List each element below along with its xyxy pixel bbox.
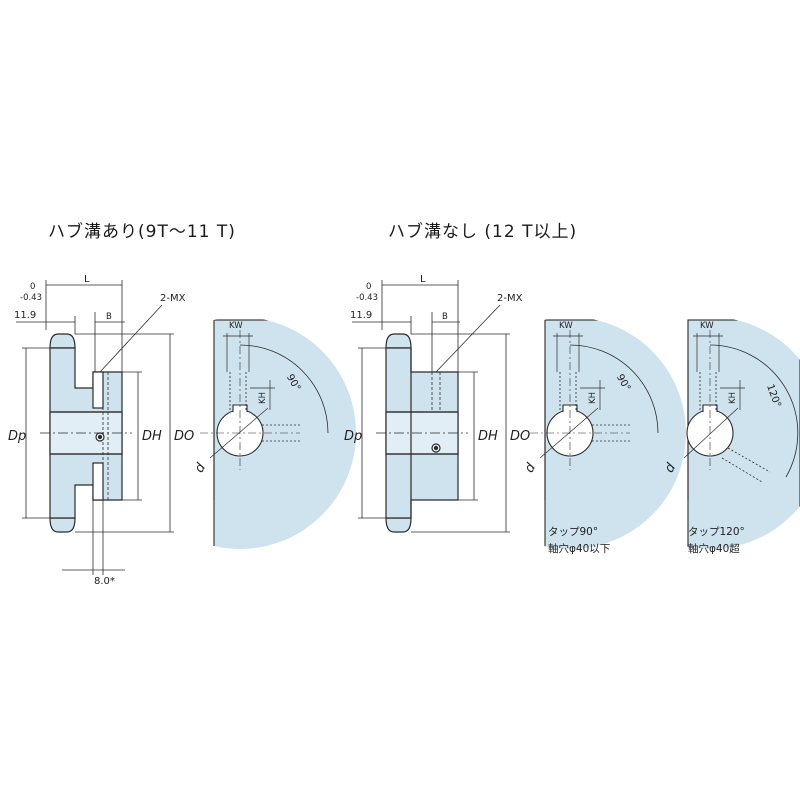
note-tap90-line2: 軸穴φ40以下: [548, 542, 610, 555]
label-groove: 8.0*: [94, 576, 115, 587]
label-kw: KW: [229, 321, 243, 331]
sprocket-profile-with-groove: [40, 333, 132, 533]
label-dh-right: DH: [478, 429, 498, 444]
heading-without-hub-groove: ハブ溝なし (12 T以上): [388, 222, 578, 242]
label-tolerance-lower-right: -0.43: [356, 293, 378, 303]
label-tolerance-upper-right: 0: [366, 282, 371, 292]
label-do: DO: [174, 429, 194, 444]
label-length-right: L: [420, 274, 426, 285]
note-tap120-line2: 軸穴φ40超: [688, 542, 740, 555]
heading-with-hub-groove: ハブ溝あり(9T～11 T): [48, 222, 236, 242]
label-set-screw: 2-MX: [160, 293, 186, 304]
label-kh-b: KH: [588, 392, 598, 404]
label-kh: KH: [258, 392, 268, 404]
label-dp: Dp: [8, 429, 26, 444]
label-kh-c: KH: [728, 392, 738, 404]
note-tap90-line1: タップ90°: [548, 526, 598, 538]
label-do-right: DO: [510, 429, 530, 444]
label-dp-right: Dp: [344, 429, 362, 444]
note-tap120-line1: タップ120°: [688, 526, 745, 538]
label-b-right: B: [442, 312, 448, 322]
label-dh: DH: [142, 429, 162, 444]
label-b: B: [106, 312, 112, 322]
label-set-screw-right: 2-MX: [497, 293, 523, 304]
hub-section-90-left: [200, 319, 356, 549]
label-bore-d: d: [192, 460, 209, 475]
label-tolerance-upper: 0: [30, 282, 35, 292]
label-width: 11.9: [14, 310, 36, 321]
dimension-lines-right: [352, 280, 510, 533]
dimension-lines-left: [16, 280, 174, 575]
label-length: L: [84, 274, 90, 285]
dimension-text-left: L 0 -0.43 11.9 B 2-MX Dp DH DO 8.0*: [8, 274, 194, 587]
label-bore-d-b: d: [522, 460, 539, 475]
hub-section-120: [683, 319, 800, 549]
dimension-text-right: L 0 -0.43 11.9 B 2-MX Dp DH DO: [344, 274, 530, 444]
label-kw-c: KW: [700, 321, 714, 331]
label-kw-b: KW: [559, 321, 573, 331]
label-width-right: 11.9: [350, 310, 372, 321]
sprocket-profile-without-groove: [376, 333, 468, 533]
label-tolerance-lower: -0.43: [20, 293, 42, 303]
